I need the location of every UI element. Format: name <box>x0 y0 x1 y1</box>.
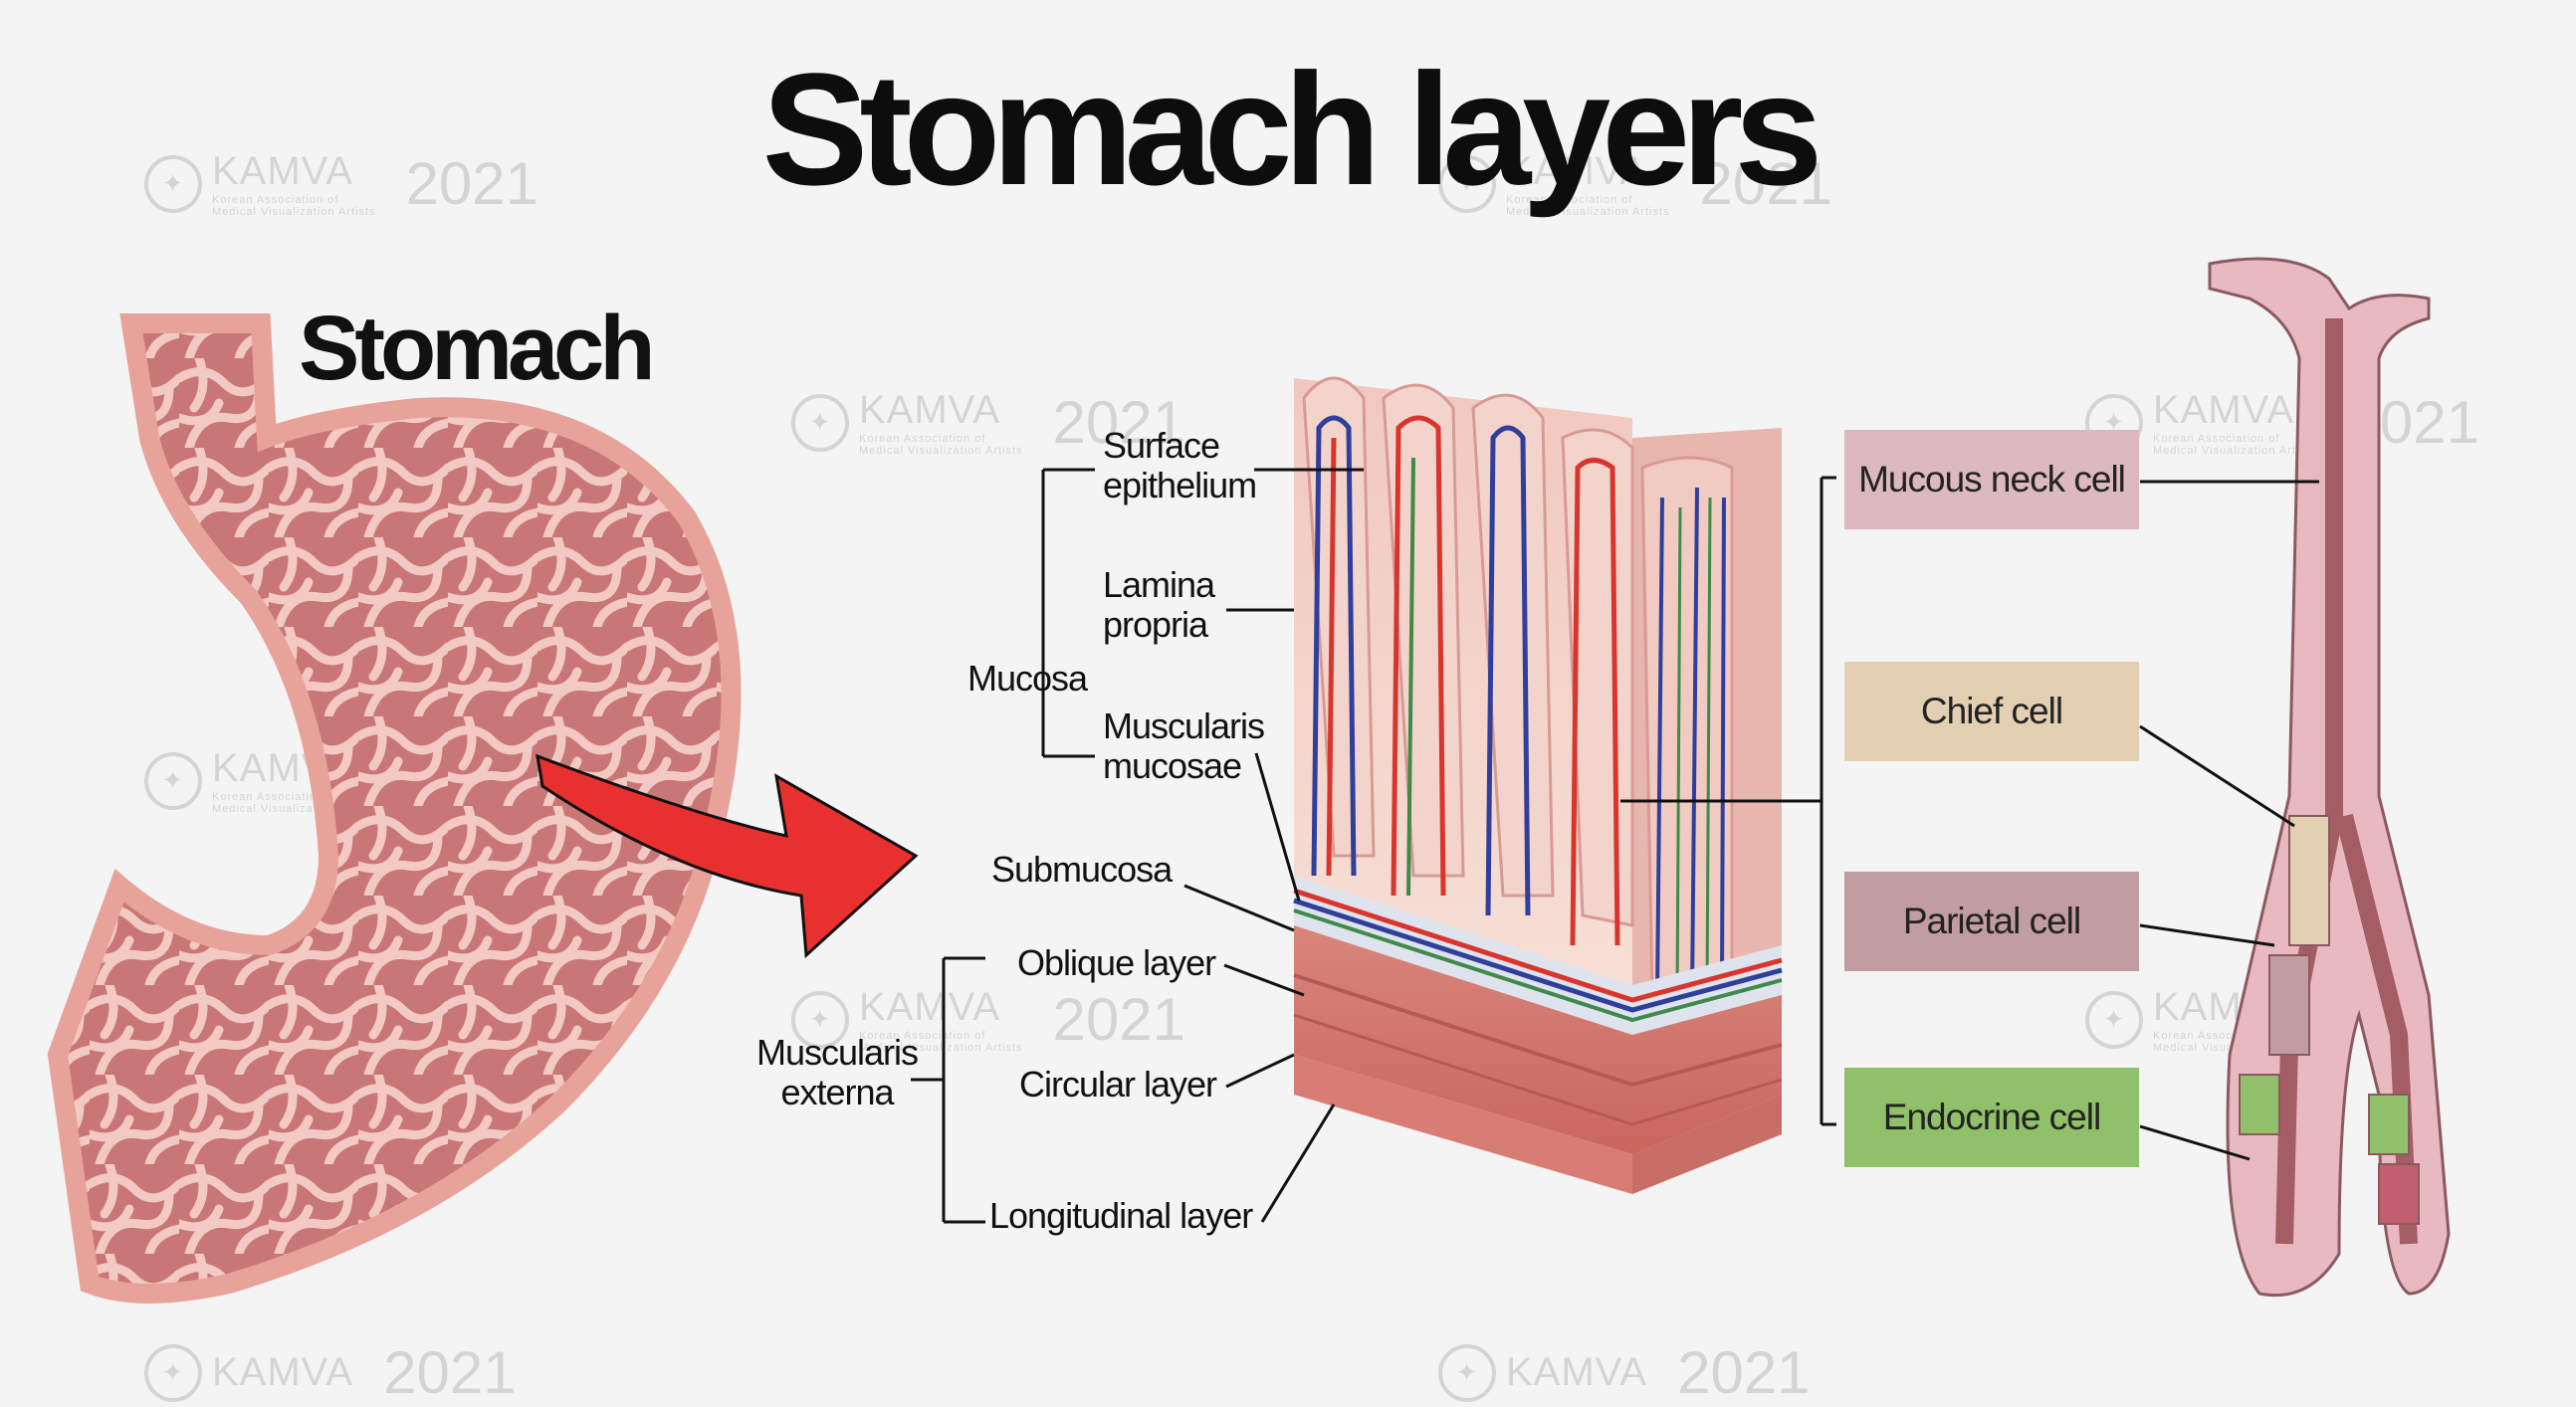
kamva-logo-icon: ✦ <box>791 393 849 452</box>
stomach-wall-block <box>1293 376 1783 1194</box>
label-submucosa: Submucosa <box>991 849 1173 890</box>
label-oblique-layer: Oblique layer <box>1017 942 1216 983</box>
label-longitudinal-layer: Longitudinal layer <box>989 1195 1253 1236</box>
cell-box-chief: Chief cell <box>1844 662 2139 761</box>
kamva-logo-icon: ✦ <box>791 990 849 1049</box>
cell-box-endocrine: Endocrine cell <box>1844 1068 2139 1167</box>
stomach-organ <box>47 313 742 1304</box>
kamva-logo-icon: ✦ <box>144 154 202 213</box>
cell-box-mucous-neck: Mucous neck cell <box>1844 430 2139 529</box>
kamva-logo-icon: ✦ <box>144 751 202 810</box>
cell-box-parietal: Parietal cell <box>1844 872 2139 971</box>
stomach-label: Stomach <box>299 298 656 399</box>
pointer-arrow <box>536 753 919 959</box>
label-circular-layer: Circular layer <box>1019 1064 1217 1105</box>
label-mucosa: Mucosa <box>967 658 1088 699</box>
kamva-logo-icon: ✦ <box>1438 154 1496 213</box>
diagram-title: Stomach layers <box>761 40 1824 218</box>
stomach-illustration <box>47 257 2451 1304</box>
leader-lines <box>911 468 2319 1224</box>
kamva-logo-icon: ✦ <box>2085 990 2143 1049</box>
gastric-gland <box>2208 257 2451 1298</box>
